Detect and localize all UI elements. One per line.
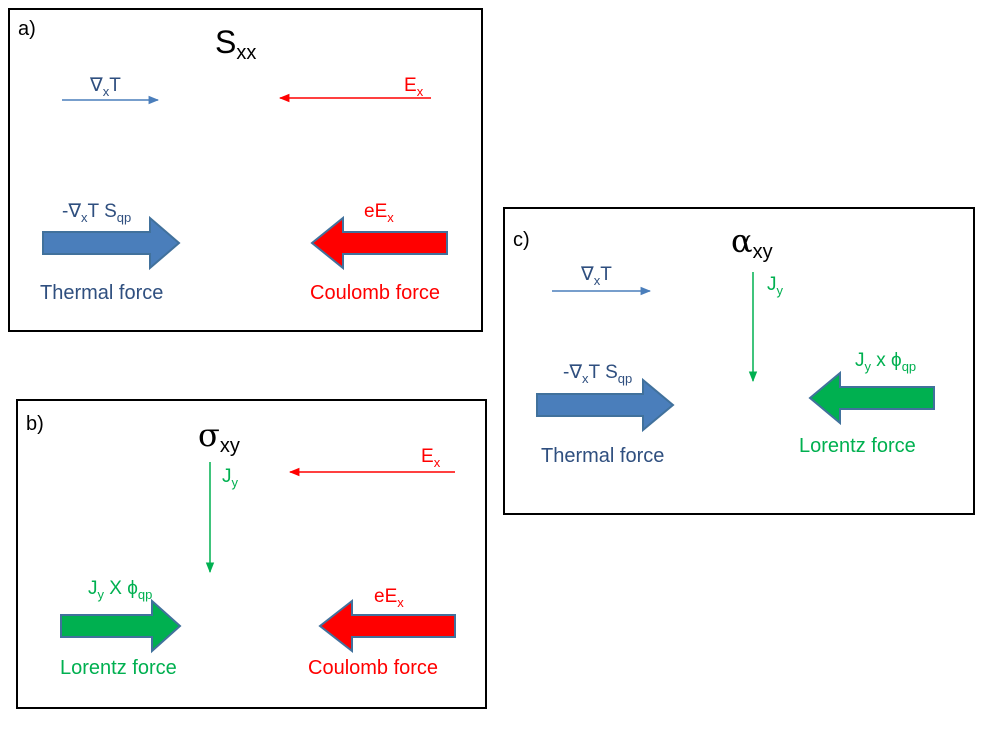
panel-title: Sxx [215,24,257,64]
current-label: Jy [222,466,238,490]
panel-c: c) αxy ∇xT Jy -∇xT Sqp Jy x ϕqp Thermal … [503,207,975,515]
lorentz-arrow-label: Jy x ϕqp [855,350,917,374]
panel-title: σxy [198,416,240,457]
lorentz-force-label: Lorentz force [60,657,177,679]
coulomb-arrow-label: eEx [364,201,394,225]
coulomb-force-label: Coulomb force [310,282,441,304]
panel-label: a) [18,18,36,40]
panel-title: αxy [731,222,773,263]
panel-a: a) Sxx ∇xT Ex -∇xT Sqp eEx Thermal force… [8,8,483,332]
temperature-gradient-label: ∇xT [581,264,612,288]
thermal-force-label: Thermal force [40,282,164,304]
electric-field-label: Ex [421,446,441,470]
lorentz-arrow-label: Jy X ϕqp [88,578,153,602]
electric-field-label: Ex [404,75,424,99]
thermal-force-label: Thermal force [541,445,665,467]
coulomb-arrow-label: eEx [374,586,404,610]
thermal-arrow-label: -∇xT Sqp [563,362,633,386]
current-label: Jy [767,274,783,298]
thermal-arrow-label: -∇xT Sqp [62,201,132,225]
lorentz-force-label: Lorentz force [799,435,916,457]
panel-label: b) [26,413,44,435]
panel-label: c) [513,229,530,251]
temperature-gradient-label: ∇xT [90,75,121,99]
panel-b: b) σxy Jy Ex Jy X ϕqp eEx Lorentz force … [16,399,487,709]
coulomb-force-label: Coulomb force [308,657,439,679]
